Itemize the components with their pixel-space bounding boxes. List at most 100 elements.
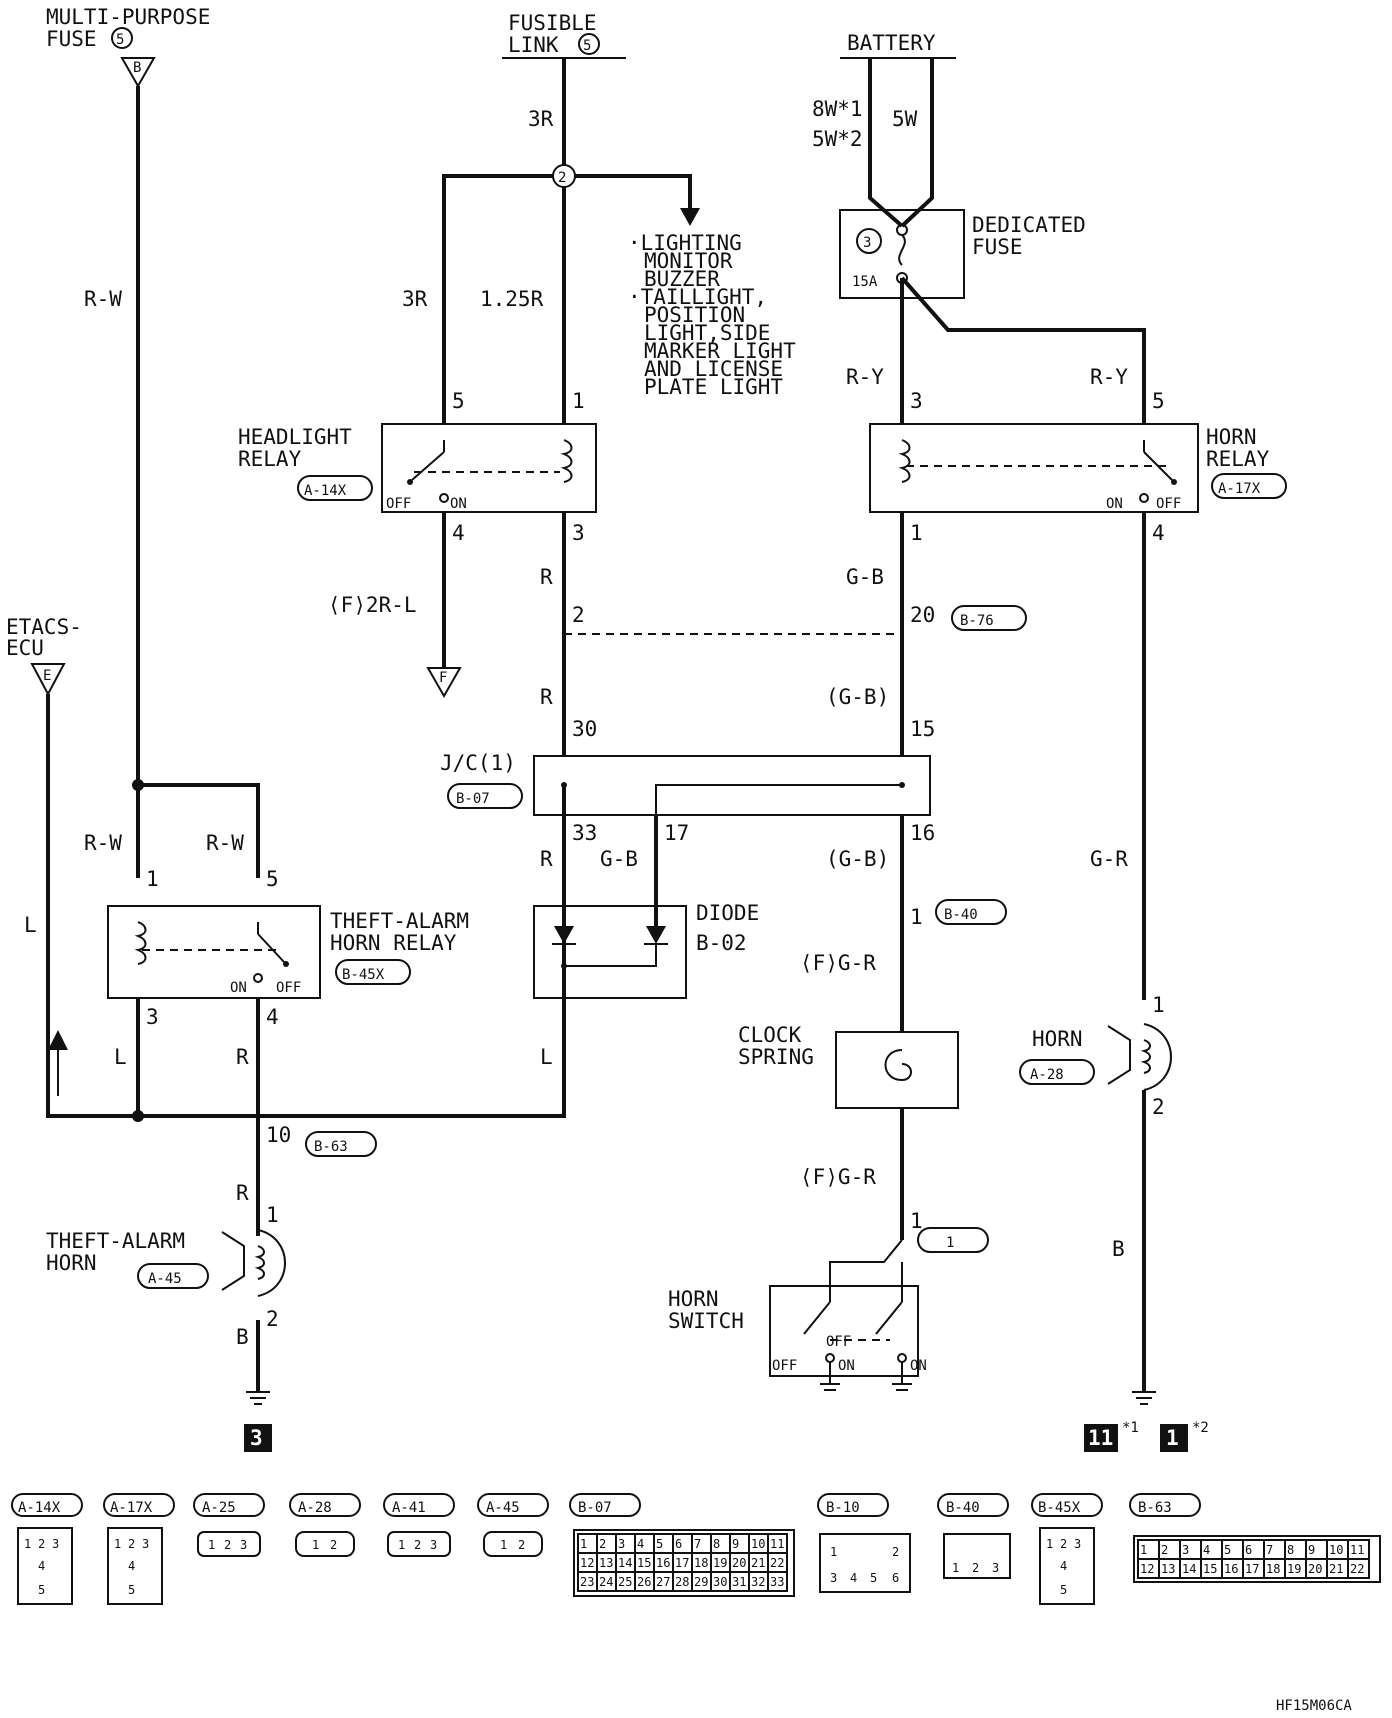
connector-view-b45x: B-45X 1 2 3 4 5 <box>1031 1493 1103 1605</box>
clock-label-1: CLOCK <box>738 1023 802 1047</box>
wire-label-rw: R-W <box>84 287 122 311</box>
cv-b07-tag <box>569 1493 641 1517</box>
wire-label-gb-paren2: (G-B) <box>826 847 889 871</box>
cv-b63-pin-15: 15 <box>1203 1562 1217 1576</box>
pin-2: 2 <box>572 603 585 627</box>
cv-b10-p3: 3 <box>830 1571 837 1585</box>
hs-label-2: SWITCH <box>668 1309 744 1333</box>
diode-label-2: B-02 <box>696 931 747 955</box>
connector-view-b10: B-10 1 2 3 4 5 6 <box>817 1493 911 1593</box>
cv-b07-body <box>573 1529 795 1597</box>
fl-label-2: LINK <box>508 33 559 57</box>
cv-a28-p2: 2 <box>330 1538 337 1552</box>
note-line-1: ·LIGHTING <box>628 231 742 255</box>
th-connector-tag <box>335 959 411 985</box>
cv-b63-pin-3: 3 <box>1182 1543 1189 1557</box>
battery-source: BATTERY <box>840 31 956 59</box>
horn-label: HORN <box>1032 1027 1083 1051</box>
wire-label-gr: G-R <box>1090 847 1128 871</box>
etacs-label-2: ECU <box>6 636 44 660</box>
cv-b10-p1: 1 <box>830 1545 837 1559</box>
hl-label-2: RELAY <box>238 447 302 471</box>
etacs-tag-triangle <box>30 663 66 697</box>
jc-connector: B-07 <box>456 791 490 807</box>
cv-b63-pin-21: 21 <box>1329 1562 1343 1576</box>
cv-b63-pin-16: 16 <box>1224 1562 1238 1576</box>
cv-b07-pin-14: 14 <box>618 1556 632 1570</box>
fusible-link-source: FUSIBLE LINK 5 <box>502 11 626 59</box>
pin-ah2: 2 <box>266 1307 279 1331</box>
hr-label-1: HORN <box>1206 425 1257 449</box>
pin-h1: 1 <box>1152 993 1165 1017</box>
mpf-label-1: MULTI-PURPOSE <box>46 5 210 29</box>
splice-dot-r-w <box>132 779 144 791</box>
wire-label-r4: R <box>236 1045 249 1069</box>
pin-hr4: 4 <box>1152 521 1165 545</box>
cv-a14x-p2: 2 <box>38 1537 45 1551</box>
cv-b40-p1: 1 <box>952 1561 959 1575</box>
diode-label-1: DIODE <box>696 901 759 925</box>
mpf-tag: B <box>133 60 141 76</box>
wire-r-y-right <box>900 276 1146 424</box>
ref-one: 1 <box>946 1235 954 1251</box>
cv-b10-name: B-10 <box>826 1500 860 1516</box>
ground-11-note: *1 <box>1122 1420 1139 1436</box>
battery-label: BATTERY <box>847 31 936 55</box>
cv-b45x-name: B-45X <box>1038 1500 1081 1516</box>
cv-b07-pin-10: 10 <box>751 1537 765 1551</box>
cv-b07-pin-15: 15 <box>637 1556 651 1570</box>
hl-connector: A-14X <box>304 483 347 499</box>
cv-b07-pin-17: 17 <box>675 1556 689 1570</box>
cv-b07-pin-29: 29 <box>694 1575 708 1589</box>
th-off-label: OFF <box>276 980 301 996</box>
horn-relay: ON OFF HORN RELAY A-17X <box>869 423 1287 513</box>
lighting-notes: ·LIGHTING MONITOR BUZZER ·TAILLIGHT, POS… <box>628 231 796 399</box>
ref-b40-tag <box>935 899 1007 925</box>
pin-hl5: 5 <box>452 389 465 413</box>
ground-point-11-box <box>1084 1424 1118 1452</box>
dedicated-fuse-box <box>839 209 965 299</box>
cv-b63-pin-4: 4 <box>1203 1543 1210 1557</box>
wire-label-gb-paren: (G-B) <box>826 685 889 709</box>
cv-b63-pin-10: 10 <box>1329 1543 1343 1557</box>
wire-label-r5: R <box>236 1181 249 1205</box>
note-line-9: PLATE LIGHT <box>644 375 783 399</box>
fuse-element <box>898 234 906 266</box>
cv-b07-pin-24: 24 <box>599 1575 613 1589</box>
cv-b63-name: B-63 <box>1138 1500 1172 1516</box>
theft-horn-coil <box>254 1245 265 1280</box>
cv-a17x-name: A-17X <box>110 1500 153 1516</box>
note-line-4: ·TAILLIGHT, <box>628 285 767 309</box>
cv-b07-pin-31: 31 <box>732 1575 746 1589</box>
hr-connector: A-17X <box>1218 481 1261 497</box>
cv-b10-p4: 4 <box>850 1571 857 1585</box>
fl-number: 5 <box>583 38 591 54</box>
jc-dot-right <box>899 782 905 788</box>
jc-connector-tag <box>447 783 523 809</box>
cv-b40-p2: 2 <box>972 1561 979 1575</box>
cv-b45x-body <box>1039 1527 1095 1605</box>
connector-view-b40: B-40 1 2 3 <box>937 1493 1011 1579</box>
headlight-relay-coil <box>560 439 573 483</box>
cv-a45-p1: 1 <box>500 1538 507 1552</box>
cv-b63-pin-22: 22 <box>1350 1562 1364 1576</box>
splice-2-number: 2 <box>558 170 566 186</box>
wire-label-gb-jc: G-B <box>600 847 638 871</box>
th-connector: B-45X <box>342 967 385 983</box>
cv-b07-pin-2: 2 <box>599 1537 606 1551</box>
cv-b45x-p4: 4 <box>1060 1559 1067 1573</box>
th-label-1: THEFT-ALARM <box>330 909 469 933</box>
cv-b63-pin-19: 19 <box>1287 1562 1301 1576</box>
diode-join <box>564 944 657 967</box>
connector-view-a45: A-45 1 2 <box>477 1493 549 1557</box>
cv-a25-body <box>197 1531 261 1557</box>
figure-id: HF15M06CA <box>1276 1698 1352 1714</box>
cv-a14x-body <box>17 1527 73 1605</box>
cv-b07-pin-12: 12 <box>580 1556 594 1570</box>
battery-wire-right: 5W <box>892 107 918 131</box>
cv-b07-pin-6: 6 <box>675 1537 682 1551</box>
cv-b40-body <box>943 1533 1011 1579</box>
fuse-terminal-top <box>896 224 908 236</box>
